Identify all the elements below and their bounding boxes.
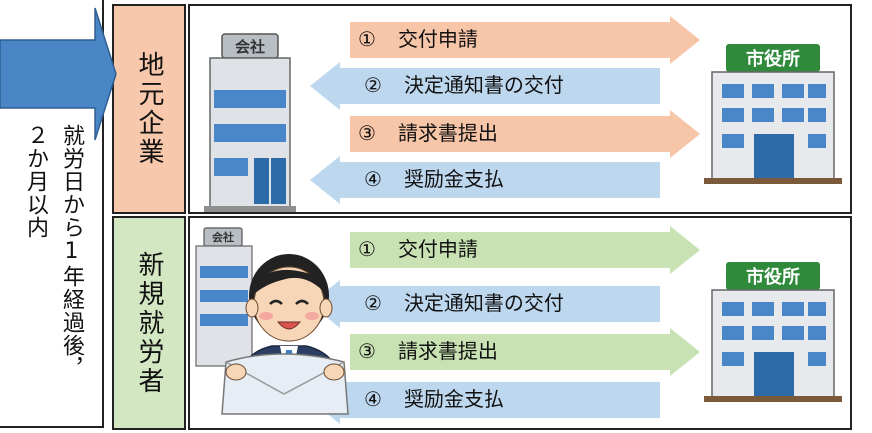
worker-step-4-number: ④ [364,387,382,411]
company-small-sign-text: 会社 [212,230,234,244]
section-label-company-text: 地元企業 [134,51,164,167]
city-hall-icon-company: 市役所 [704,44,842,184]
company-step-3-label: ③ 請求書提出 [358,123,498,143]
worker-step-2-arrow [310,280,660,328]
company-step-4-label: ④ 奨励金支払 [364,169,504,189]
company-step-3-text: 請求書提出 [397,121,498,145]
company-step-3-number: ③ [358,121,376,145]
city-hall-sign-text-worker: 市役所 [746,266,800,288]
company-step-1-arrow [350,16,700,64]
company-building-small-icon: 会社 [195,227,253,367]
worker-step-2-label: ② 決定通知書の交付 [364,293,564,313]
company-step-2-text: 決定通知書の交付 [403,73,564,97]
company-step-2-arrow [310,62,660,110]
company-arrows [310,16,700,204]
section-label-worker-text: 新規就労者 [134,250,164,396]
timeline-arrow [0,7,117,141]
timeline-text-line1: 就労日から1年経過後， [59,124,84,380]
new-worker-person-icon [221,254,349,415]
company-step-2-label: ② 決定通知書の交付 [364,75,564,95]
company-step-3-arrow [350,110,700,158]
worker-step-4-label: ④ 奨励金支払 [364,389,504,409]
city-hall-icon-worker: 市役所 [704,262,842,402]
worker-arrows [310,226,700,424]
worker-step-3-arrow [350,328,700,376]
company-step-4-number: ④ [364,167,382,191]
worker-step-1-text: 交付申請 [397,237,478,261]
worker-step-4-text: 奨励金支払 [403,387,504,411]
worker-step-3-number: ③ [358,339,376,363]
worker-step-2-number: ② [364,291,382,315]
company-step-1-label: ① 交付申請 [358,29,478,49]
company-step-1-text: 交付申請 [397,27,478,51]
worker-step-2-text: 決定通知書の交付 [403,291,564,315]
section-label-company: 地元企業 [112,4,186,214]
worker-step-1-number: ① [358,237,376,261]
company-building-icon: 会社 [204,33,296,212]
worker-step-1-arrow [350,226,700,274]
city-hall-sign-text-company: 市役所 [746,48,800,70]
company-step-1-number: ① [358,27,376,51]
worker-step-3-label: ③ 請求書提出 [358,341,498,361]
company-step-4-arrow [310,156,660,204]
company-step-4-text: 奨励金支払 [403,167,504,191]
worker-step-3-text: 請求書提出 [397,339,498,363]
timeline-text-line2: ２か月以内 [23,124,48,239]
worker-step-4-arrow [310,376,660,424]
company-step-2-number: ② [364,73,382,97]
section-label-worker: 新規就労者 [112,216,186,430]
company-sign-text: 会社 [235,38,265,56]
worker-step-1-label: ① 交付申請 [358,239,478,259]
